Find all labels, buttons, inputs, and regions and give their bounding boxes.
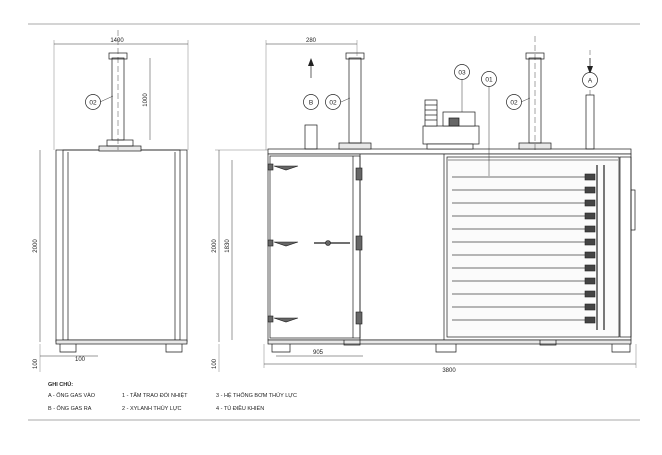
- front-view: [267, 148, 636, 353]
- side-base-beam: [55, 339, 188, 345]
- dim-text-1400: 1400: [110, 38, 124, 44]
- door-hinge-top: [273, 165, 299, 171]
- hydraulic-pump-unit: [422, 99, 480, 150]
- dim-text-1000: 1000: [143, 93, 149, 107]
- inlet-arrow-head: [587, 66, 593, 74]
- cylinder-a-base: [338, 142, 372, 150]
- balloon-02-left: 02: [85, 94, 114, 110]
- balloon-02-a-label: 02: [329, 100, 337, 107]
- side-cabinet-body: [55, 149, 188, 343]
- outlet-arrow-head: [308, 58, 314, 66]
- balloon-02-left-label: 02: [89, 100, 97, 107]
- side-view-dimensions: [39, 40, 189, 372]
- control-box-handle: [630, 189, 636, 231]
- front-top-rail: [267, 148, 632, 155]
- latch-top: [355, 167, 363, 181]
- balloon-01: 01: [481, 71, 497, 176]
- legend-title: GHI CHÚ:: [48, 381, 73, 388]
- balloon-a-label: A: [588, 78, 593, 85]
- door-hardware: [267, 163, 363, 325]
- legend-item-b: B - ỐNG GAS RA: [48, 405, 92, 412]
- front-foot-mid: [343, 340, 361, 346]
- dim-text-100-right: 100: [212, 358, 218, 369]
- dim-text-905: 905: [313, 350, 324, 356]
- dim-text-100-left: 100: [75, 357, 86, 363]
- legend-item-a: A - ỐNG GAS VÀO: [48, 392, 96, 399]
- balloon-03: 03: [454, 64, 470, 112]
- legend-item-4: 4 - TỦ ĐIỀU KHIỂN: [216, 405, 264, 412]
- cylinder-a-cap: [345, 52, 365, 60]
- side-cylinder-flange: [106, 139, 134, 147]
- pump-base: [426, 143, 474, 150]
- dim-text-100-left-foot: 100: [33, 358, 39, 369]
- pump-tank: [422, 125, 480, 145]
- side-foot-left: [59, 344, 77, 353]
- balloon-b: B: [303, 94, 319, 110]
- front-base-beam: [267, 339, 632, 345]
- legend-item-1: 1 - TẤM TRAO ĐỔI NHIỆT: [122, 391, 188, 399]
- hinge-block-2: [267, 239, 274, 247]
- front-foot-1: [271, 344, 291, 353]
- latch-mid: [355, 235, 363, 251]
- legend: GHI CHÚ: A - ỐNG GAS VÀO B - ỐNG GAS RA …: [48, 381, 297, 412]
- front-foot-3: [611, 344, 631, 353]
- side-foot-right: [165, 344, 183, 353]
- dim-text-3800: 3800: [442, 368, 456, 374]
- balloon-02-a: 02: [325, 94, 351, 110]
- balloon-02-b-label: 02: [510, 100, 518, 107]
- gas-pipe-in: [585, 94, 595, 150]
- latch-bottom: [355, 311, 363, 325]
- hinge-block-3: [267, 315, 274, 323]
- cylinder-a-barrel: [348, 57, 362, 144]
- hinge-block-1: [267, 163, 274, 171]
- heat-exchanger-plates: [452, 176, 585, 321]
- front-view-dimensions: [215, 40, 637, 372]
- front-foot-mid-2: [539, 340, 557, 346]
- legend-item-3: 3 - HỆ THỐNG BƠM THỦY LỰC: [216, 391, 297, 399]
- door-handle-knob: [325, 240, 331, 246]
- balloon-b-label: B: [309, 100, 313, 107]
- balloon-02-b: 02: [506, 94, 531, 110]
- dim-text-1830: 1830: [225, 239, 231, 253]
- dim-text-2000-right: 2000: [212, 239, 218, 253]
- front-foot-2: [435, 344, 457, 353]
- legend-item-2: 2 - XYLANH THỦY LỰC: [122, 405, 182, 412]
- front-cylinders: [304, 36, 595, 150]
- gas-pipe-out: [304, 124, 318, 150]
- dim-text-2000-left: 2000: [33, 239, 39, 253]
- balloon-03-label: 03: [458, 70, 466, 77]
- balloon-a: A: [582, 72, 598, 88]
- dim-text-280: 280: [306, 38, 317, 44]
- balloon-01-label: 01: [485, 77, 493, 84]
- side-view: [55, 30, 188, 353]
- pump-valve-stack: [424, 99, 438, 127]
- side-control-box: [619, 156, 632, 338]
- door-hinge-bottom: [273, 317, 299, 323]
- side-cylinder-base: [98, 145, 142, 152]
- door-hinge-middle: [273, 241, 299, 247]
- exchanger-connectors: [584, 165, 605, 330]
